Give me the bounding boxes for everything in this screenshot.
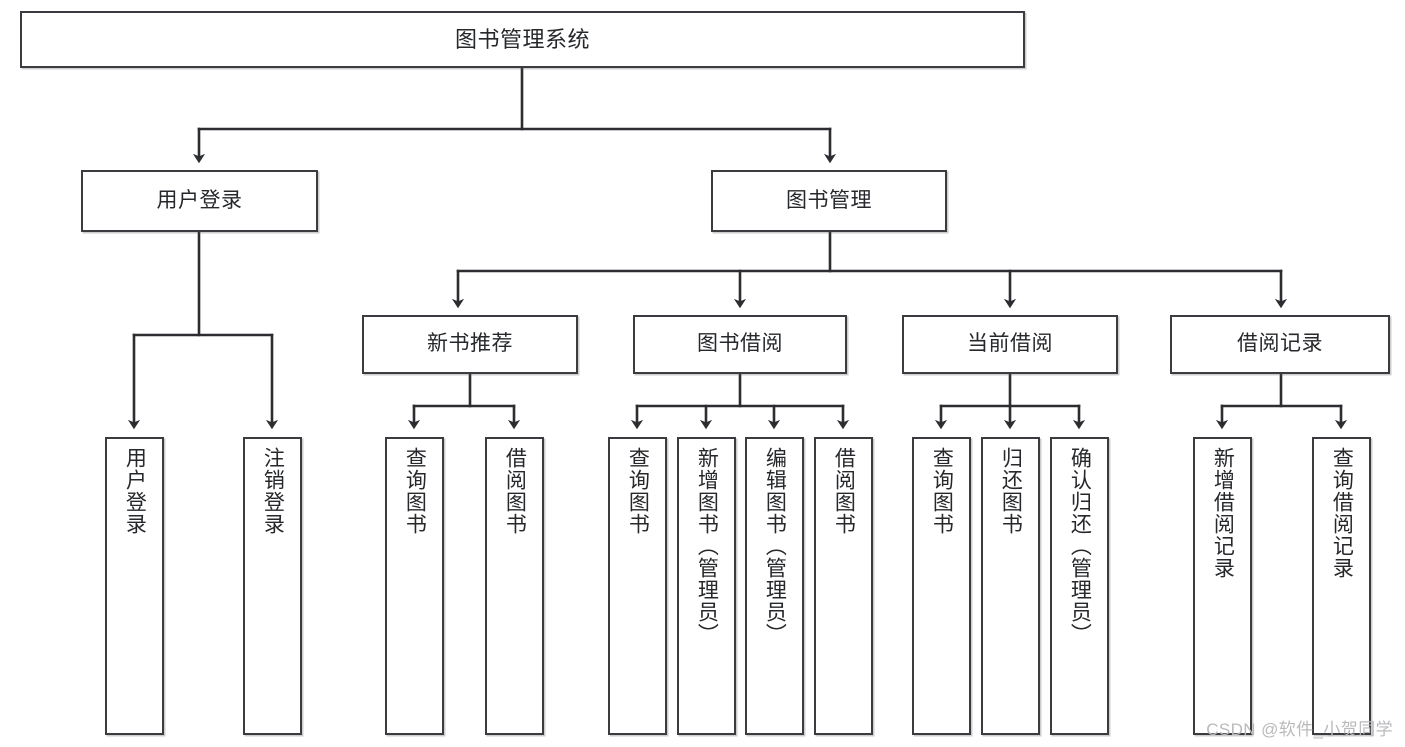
- leaf-user-login[interactable]: 用户登录: [105, 437, 164, 735]
- node-label: 新增借阅记录: [1211, 447, 1235, 579]
- node-root-system[interactable]: 图书管理系统: [20, 11, 1025, 68]
- node-label: 当前借阅: [967, 332, 1053, 356]
- leaf-query-book-borrow[interactable]: 查询图书: [608, 437, 667, 735]
- node-user-login[interactable]: 用户登录: [81, 170, 318, 232]
- leaf-query-book-recommendation[interactable]: 查询图书: [385, 437, 444, 735]
- node-label: 查询图书: [930, 447, 954, 535]
- node-current-borrow[interactable]: 当前借阅: [902, 315, 1118, 374]
- node-book-borrow[interactable]: 图书借阅: [633, 315, 847, 374]
- node-label: 用户登录: [156, 188, 243, 212]
- leaf-borrow-book[interactable]: 借阅图书: [814, 437, 873, 735]
- node-label: 查询图书: [403, 447, 427, 535]
- node-label: 查询图书: [626, 447, 650, 535]
- leaf-edit-book-admin[interactable]: 编辑图书（管理员）: [745, 437, 804, 735]
- node-label: 借阅记录: [1237, 332, 1323, 356]
- node-label: 图书管理系统: [454, 26, 590, 52]
- leaf-add-book-admin[interactable]: 新增图书（管理员）: [677, 437, 736, 735]
- leaf-borrow-book-recommendation[interactable]: 借阅图书: [485, 437, 544, 735]
- node-label: 确认归还（管理员）: [1068, 447, 1092, 645]
- leaf-confirm-return-admin[interactable]: 确认归还（管理员）: [1050, 437, 1109, 735]
- node-new-book-recommendation[interactable]: 新书推荐: [362, 315, 578, 374]
- node-label: 注销登录: [261, 447, 285, 535]
- leaf-add-borrow-record[interactable]: 新增借阅记录: [1193, 437, 1252, 735]
- node-label: 图书管理: [786, 188, 872, 212]
- leaf-return-book[interactable]: 归还图书: [981, 437, 1040, 735]
- node-label: 图书借阅: [697, 332, 783, 356]
- node-label: 新增图书（管理员）: [695, 447, 719, 645]
- node-label: 新书推荐: [427, 332, 513, 356]
- node-label: 借阅图书: [503, 447, 527, 535]
- node-label: 用户登录: [123, 447, 147, 535]
- node-borrow-record[interactable]: 借阅记录: [1170, 315, 1390, 374]
- node-label: 查询借阅记录: [1330, 447, 1354, 579]
- node-label: 归还图书: [999, 447, 1023, 535]
- node-label: 借阅图书: [832, 447, 856, 535]
- node-label: 编辑图书（管理员）: [763, 447, 787, 645]
- leaf-query-borrow-record[interactable]: 查询借阅记录: [1312, 437, 1371, 735]
- csdn-watermark: CSDN @软件_小贺同学: [1206, 720, 1393, 739]
- leaf-query-book-current[interactable]: 查询图书: [912, 437, 971, 735]
- leaf-logout[interactable]: 注销登录: [243, 437, 302, 735]
- node-book-management[interactable]: 图书管理: [711, 170, 947, 232]
